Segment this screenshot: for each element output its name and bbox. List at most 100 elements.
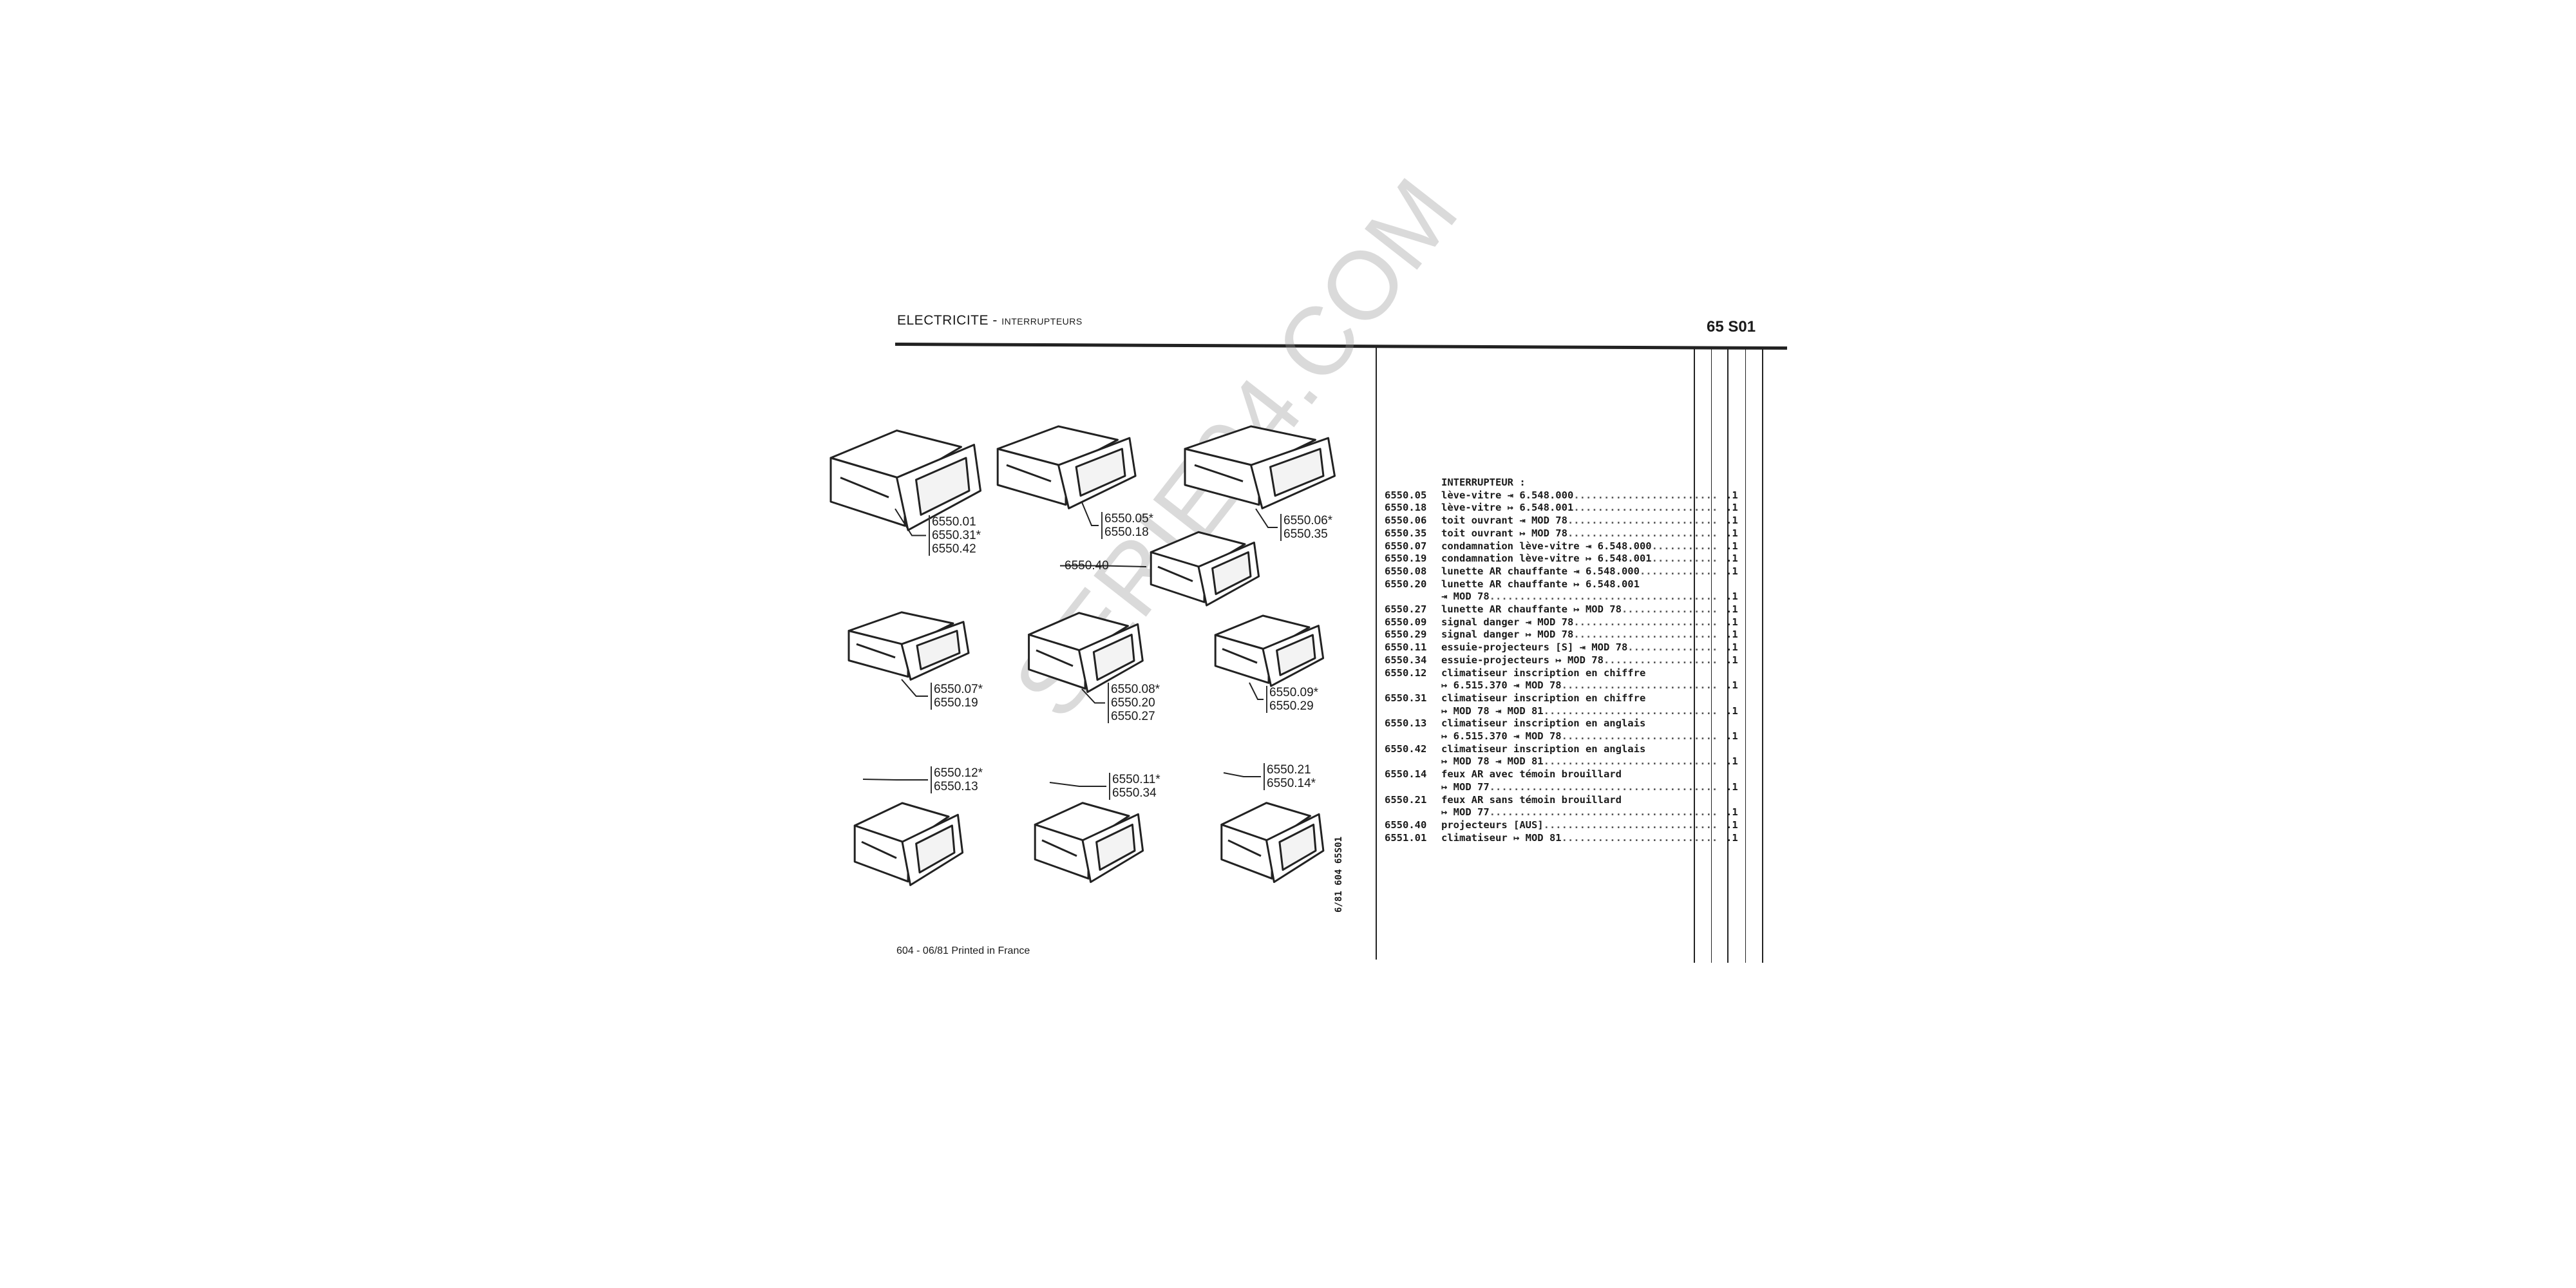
leader-dots: ........................................… <box>1489 781 1719 793</box>
description-text: condamnation lève-vitre ↦ 6.548.001 <box>1441 553 1652 565</box>
part-number <box>1385 679 1441 692</box>
quantity: .1 <box>1726 730 1738 743</box>
quantity: .1 <box>1726 781 1738 793</box>
part-number: 6550.13 <box>1385 717 1427 730</box>
quantity <box>1719 768 1745 781</box>
part-number: 6550.05 <box>1385 489 1427 501</box>
part-number: 6550.06 <box>1385 515 1427 527</box>
quantity <box>1719 717 1745 730</box>
part-description: ↦ MOD 77................................… <box>1441 781 1719 794</box>
part-number: 6550.18 <box>1385 502 1427 514</box>
callout-number: 6550.05* <box>1104 512 1154 526</box>
leader-dots: ........................................… <box>1543 705 1719 717</box>
description-text: toit ouvrant ↦ MOD 78 <box>1441 527 1567 539</box>
quantity: .1 <box>1726 489 1738 501</box>
section-subtitle: INTERRUPTEURS <box>1001 316 1083 327</box>
part-description: climatiseur inscription en anglais <box>1441 717 1719 730</box>
quantity <box>1719 578 1745 591</box>
list-item: ↦ 6.515.370 ⇥ MOD 78....................… <box>1385 730 1745 743</box>
quantity: .1 <box>1726 616 1738 628</box>
part-number: 6550.35 <box>1385 527 1427 539</box>
description-text: lunette AR chauffante ↦ 6.548.001 <box>1441 578 1640 590</box>
part-description: ↦ MOD 78 ⇥ MOD 81.......................… <box>1441 705 1719 718</box>
leader-dots: ........................................… <box>1573 489 1719 501</box>
callout-number: 6550.13 <box>934 780 978 793</box>
description-text: feux AR avec témoin brouillard <box>1441 768 1622 781</box>
leader-dots: ........................................… <box>1639 565 1719 577</box>
part-description: ⇥ MOD 78................................… <box>1441 591 1719 603</box>
callout-number: 6550.35 <box>1283 527 1328 541</box>
part-description: lunette AR chauffante ↦ MOD 78..........… <box>1441 603 1719 616</box>
quantity: .1 <box>1726 806 1738 819</box>
leader-dots: ........................................… <box>1627 641 1719 654</box>
column-divider <box>1376 348 1377 960</box>
part-number: 6550.19 <box>1385 553 1427 565</box>
callout-number: 6550.27 <box>1111 710 1155 723</box>
part-description: condamnation lève-vitre ⇥ 6.548.000.....… <box>1441 540 1719 553</box>
list-item: 6551.01 climatiseur ↦ MOD 81.............… <box>1385 832 1745 845</box>
switch-illustration <box>853 802 964 886</box>
list-item: ↦ MOD 77................................… <box>1385 781 1745 794</box>
leader-dots: ........................................… <box>1621 603 1719 616</box>
leader-dots: ........................................… <box>1561 679 1719 692</box>
part-number: 6550.42 <box>1385 743 1427 755</box>
part-number: 6550.12 <box>1385 667 1427 679</box>
part-description: climatiseur inscription en anglais <box>1441 743 1719 756</box>
part-description: feux AR sans témoin brouillard <box>1441 794 1719 807</box>
part-number <box>1385 591 1441 603</box>
quantity: .1 <box>1726 527 1738 539</box>
description-text: climatiseur inscription en chiffre <box>1441 692 1646 704</box>
part-callout: 6550.11*6550.34 <box>1109 773 1160 800</box>
description-text: signal danger ↦ MOD 78 <box>1441 629 1574 641</box>
part-description: signal danger ⇥ MOD 78..................… <box>1441 616 1719 629</box>
switch-illustration <box>1028 612 1144 694</box>
description-text: climatiseur inscription en anglais <box>1441 717 1646 730</box>
description-text: lève-vitre ⇥ 6.548.000 <box>1441 489 1574 501</box>
quantity: .1 <box>1726 831 1738 844</box>
part-description: ↦ MOD 77................................… <box>1441 806 1719 819</box>
description-text: essuie-projecteurs ↦ MOD 78 <box>1441 654 1604 666</box>
quantity: .1 <box>1726 679 1738 692</box>
quantity: .1 <box>1726 629 1738 641</box>
part-number <box>1385 705 1441 718</box>
list-item: ⇥ MOD 78................................… <box>1385 591 1745 603</box>
description-text: climatiseur inscription en chiffre <box>1441 667 1646 679</box>
switch-illustration <box>1150 531 1260 607</box>
leader-dots: ........................................… <box>1489 591 1719 603</box>
part-description: climatiseur ↦ MOD 81....................… <box>1441 832 1719 845</box>
quantity: .1 <box>1726 654 1738 666</box>
description-text: essuie-projecteurs [S] ⇥ MOD 78 <box>1441 641 1628 654</box>
description-text: lunette AR chauffante ↦ MOD 78 <box>1441 603 1622 616</box>
page-reference: 65 S01 <box>1707 318 1756 336</box>
callout-number: 6550.09* <box>1269 686 1319 699</box>
switch-illustration <box>848 611 970 681</box>
page-header-title: ELECTRICITE - INTERRUPTEURS <box>897 313 1083 328</box>
part-callout: 6550.40 <box>1063 559 1109 573</box>
leader-dots: ........................................… <box>1573 629 1719 641</box>
section-title: ELECTRICITE <box>897 313 989 328</box>
part-number: 6551.01 <box>1385 831 1427 844</box>
callout-number: 6550.34 <box>1112 786 1157 800</box>
quantity: .1 <box>1726 705 1738 717</box>
quantity: .1 <box>1726 641 1738 654</box>
description-text: condamnation lève-vitre ⇥ 6.548.000 <box>1441 540 1652 552</box>
part-number: 6550.40 <box>1385 819 1427 831</box>
quantity: .1 <box>1726 591 1738 603</box>
callout-number: 6550.40 <box>1065 559 1109 573</box>
leader-dots: ........................................… <box>1543 819 1719 831</box>
list-heading: INTERRUPTEUR : <box>1441 477 1526 488</box>
list-item: 6550.13 climatiseur inscription en anglai… <box>1385 717 1745 730</box>
list-item: 6550.12 climatiseur inscription en chiffr… <box>1385 667 1745 680</box>
list-item: ↦ MOD 77................................… <box>1385 806 1745 819</box>
part-description: condamnation lève-vitre ↦ 6.548.001.....… <box>1441 553 1719 565</box>
switch-illustration <box>1214 614 1325 687</box>
